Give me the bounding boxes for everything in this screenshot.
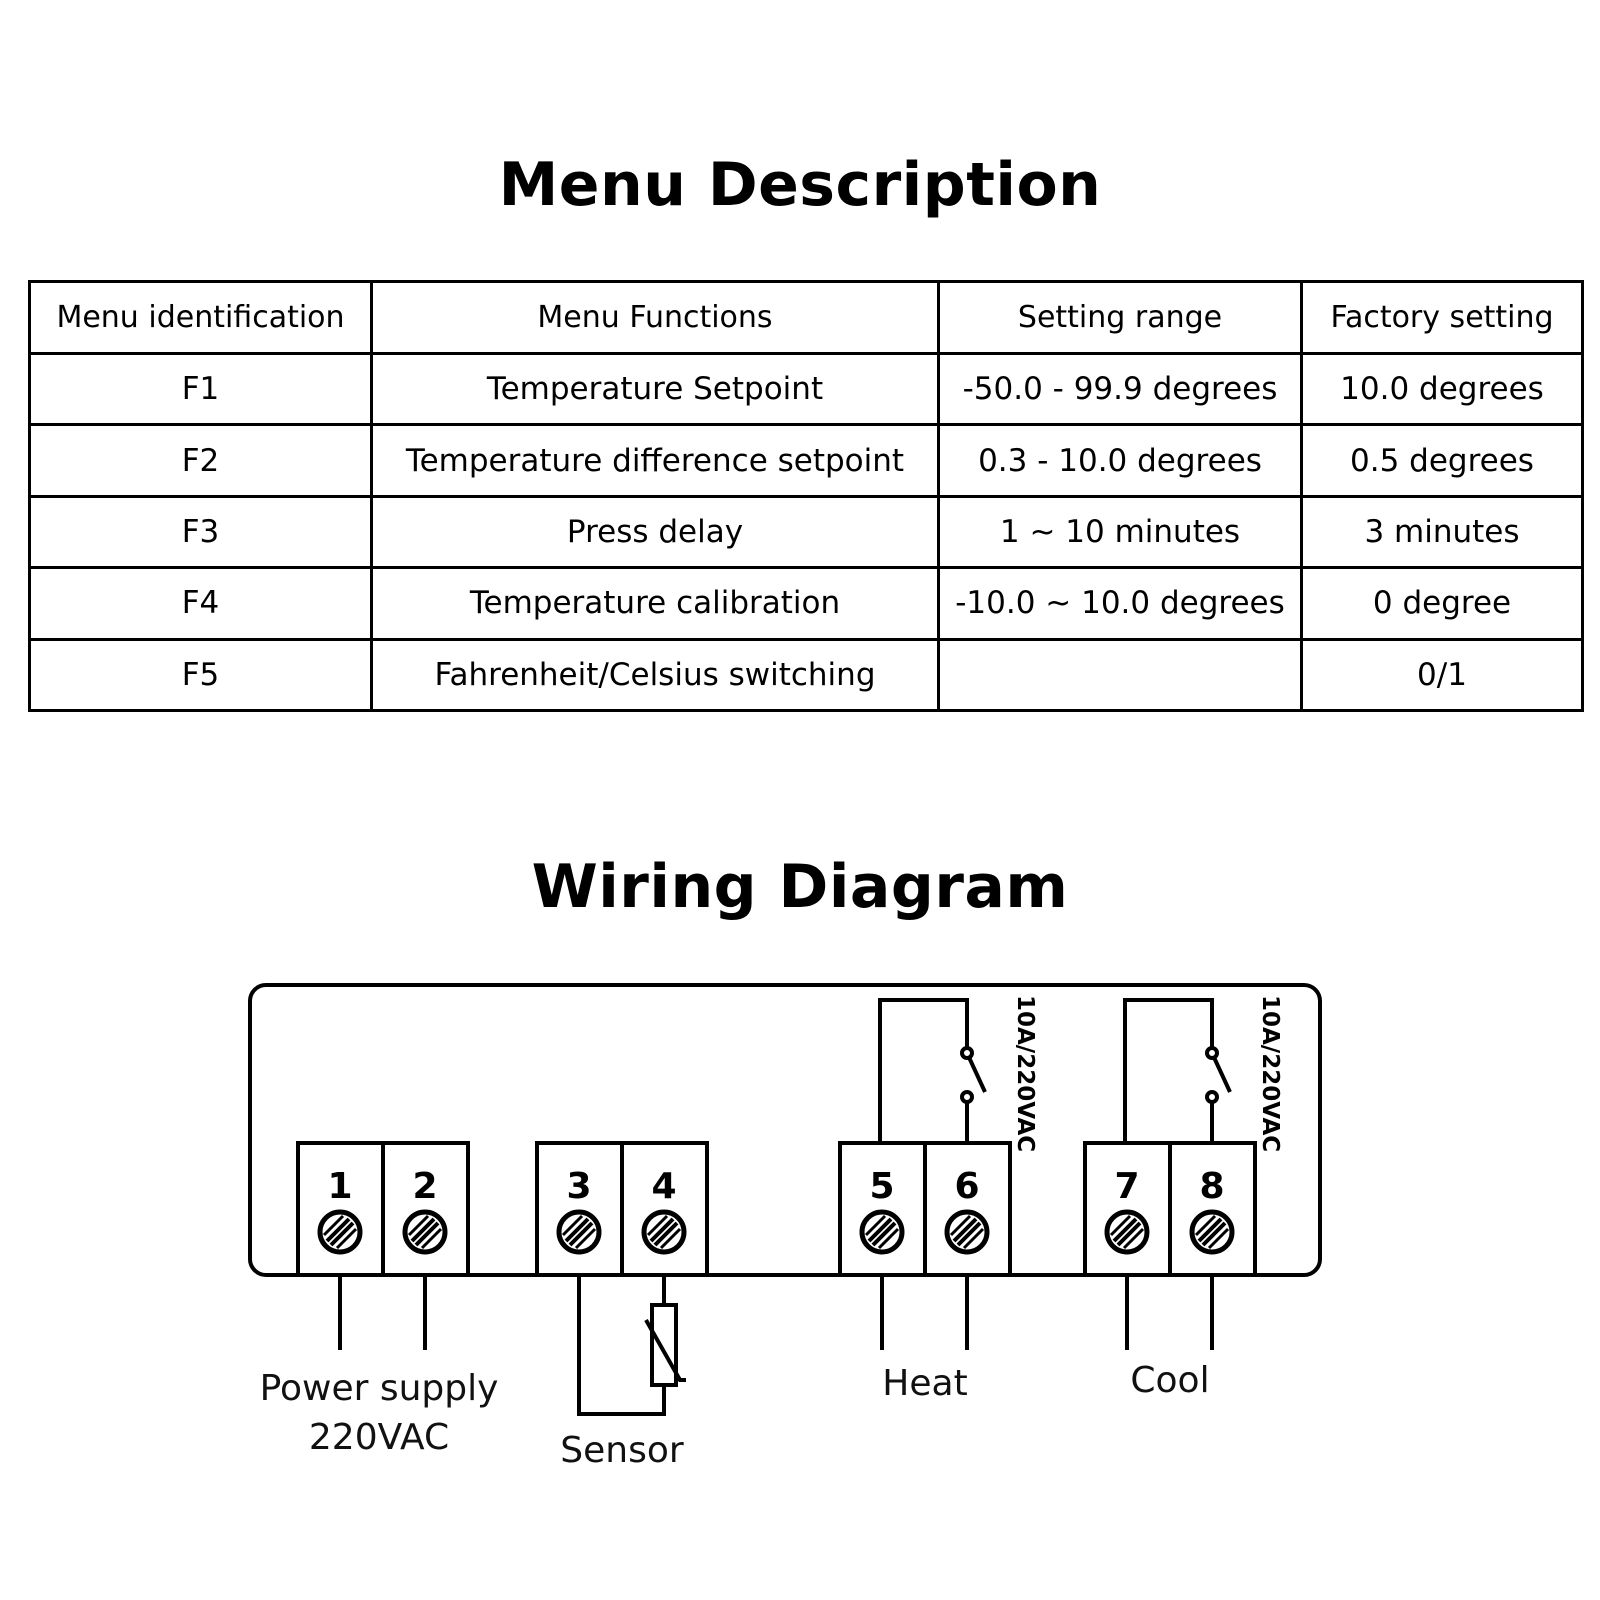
terminal-number: 4	[651, 1166, 676, 1207]
cell-identification: F2	[28, 423, 373, 498]
cell-function: Temperature calibration	[370, 566, 940, 641]
heat-relay-rating: 10A/220VAC	[1012, 995, 1038, 1152]
table-row: F4 Temperature calibration -10.0 ~ 10.0 …	[28, 566, 1584, 641]
table-row: F1 Temperature Setpoint -50.0 - 99.9 deg…	[28, 351, 1584, 427]
cell-identification: F4	[28, 566, 373, 641]
terminal-number: 8	[1199, 1166, 1224, 1207]
cell-range: -10.0 ~ 10.0 degrees	[937, 566, 1303, 641]
power-supply-label: Power supply	[260, 1368, 499, 1409]
terminal-number: 5	[869, 1166, 894, 1207]
terminal-number: 7	[1114, 1166, 1139, 1207]
terminal-block-heat	[838, 1141, 1012, 1277]
cell-identification: F3	[28, 494, 373, 570]
table-row: F2 Temperature difference setpoint 0.3 -…	[28, 423, 1584, 498]
cell-identification: F1	[28, 351, 373, 427]
screw-icon	[320, 1212, 360, 1252]
menu-description-title: Menu Description	[498, 150, 1102, 220]
table-header-row: Menu identification Menu Functions Setti…	[28, 280, 1584, 355]
cell-function: Fahrenheit/Celsius switching	[370, 637, 940, 713]
screw-icon	[1107, 1212, 1147, 1252]
cell-range	[937, 637, 1303, 713]
cell-factory: 0 degree	[1300, 566, 1584, 641]
cell-function: Temperature Setpoint	[370, 351, 940, 427]
screw-icon	[1192, 1212, 1232, 1252]
cool-relay-rating: 10A/220VAC	[1257, 995, 1283, 1152]
screw-icon	[947, 1212, 987, 1252]
table-row: F3 Press delay 1 ~ 10 minutes 3 minutes	[28, 494, 1584, 570]
terminal-number: 6	[954, 1166, 979, 1207]
sensor-label: Sensor	[560, 1430, 684, 1471]
header-menu-identification: Menu identification	[28, 280, 373, 355]
thermistor-icon	[644, 1303, 686, 1387]
cell-function: Press delay	[370, 494, 940, 570]
cell-factory: 10.0 degrees	[1300, 351, 1584, 427]
screw-icon	[644, 1212, 684, 1252]
header-menu-functions: Menu Functions	[370, 280, 940, 355]
screw-icon	[405, 1212, 445, 1252]
terminal-number: 3	[566, 1166, 591, 1207]
terminal-block-cool	[1083, 1141, 1257, 1277]
header-setting-range: Setting range	[937, 280, 1303, 355]
cell-factory: 3 minutes	[1300, 494, 1584, 570]
cool-wires	[1125, 1275, 1214, 1350]
wiring-diagram-title: Wiring Diagram	[531, 852, 1069, 922]
screw-icon	[862, 1212, 902, 1252]
cool-relay-switch	[1123, 998, 1232, 1143]
table-row: F5 Fahrenheit/Celsius switching 0/1	[28, 637, 1584, 713]
cell-range: -50.0 - 99.9 degrees	[937, 351, 1303, 427]
heat-wires	[880, 1275, 969, 1350]
power-voltage-label: 220VAC	[309, 1417, 449, 1458]
power-wires	[338, 1275, 427, 1350]
cool-label: Cool	[1130, 1360, 1209, 1401]
cell-identification: F5	[28, 637, 373, 713]
screw-icon	[559, 1212, 599, 1252]
terminal-number: 2	[412, 1166, 437, 1207]
heat-relay-switch	[878, 998, 987, 1143]
cell-range: 1 ~ 10 minutes	[937, 494, 1303, 570]
heat-label: Heat	[882, 1363, 967, 1404]
menu-table: Menu identification Menu Functions Setti…	[28, 280, 1584, 713]
terminal-number: 1	[327, 1166, 352, 1207]
cell-function: Temperature difference setpoint	[370, 423, 940, 498]
terminal-block-sensor	[535, 1141, 709, 1277]
header-factory-setting: Factory setting	[1300, 280, 1584, 355]
terminal-block-power	[296, 1141, 470, 1277]
cell-factory: 0/1	[1300, 637, 1584, 713]
cell-factory: 0.5 degrees	[1300, 423, 1584, 498]
controller-body	[248, 983, 1322, 1277]
cell-range: 0.3 - 10.0 degrees	[937, 423, 1303, 498]
sensor-wires	[577, 1275, 666, 1416]
